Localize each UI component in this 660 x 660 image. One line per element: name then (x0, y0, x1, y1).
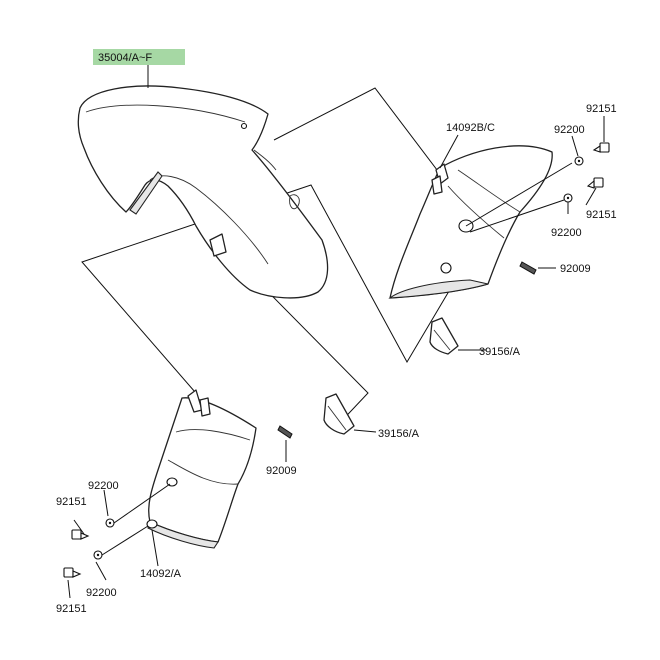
hardware (63, 142, 610, 578)
label-screw-upper: 92009 (560, 263, 591, 275)
label-pad-lower: 39156/A (378, 428, 420, 440)
fender-cover-lower[interactable] (146, 389, 257, 549)
label-screw-lower: 92009 (266, 465, 297, 477)
washer-92200-lower-bottom[interactable] (93, 550, 103, 560)
label-upper-cover: 14092B/C (446, 122, 495, 134)
washer-92200-upper-bottom[interactable] (563, 193, 573, 203)
bolt-92151-upper-bottom[interactable] (586, 177, 604, 189)
label-bolt-upper-bottom: 92151 (586, 209, 617, 221)
pad-upper[interactable] (429, 317, 459, 355)
label-pad-upper: 39156/A (479, 346, 521, 358)
bolt-92151-upper-top[interactable] (592, 142, 610, 153)
bolt-92151-lower-bottom[interactable] (63, 567, 82, 578)
label-front-fender: 35004/A~F (98, 52, 152, 64)
screw-92009-lower[interactable] (277, 425, 293, 439)
washer-92200-upper-top[interactable] (574, 156, 584, 166)
label-washer-lower-bottom: 92200 (86, 587, 117, 599)
assembly-line-upper (81, 87, 485, 393)
label-lower-cover: 14092/A (140, 568, 182, 580)
screw-92009-upper[interactable] (519, 261, 537, 275)
label-washer-upper-top: 92200 (554, 124, 585, 136)
label-bolt-lower-top: 92151 (56, 496, 87, 508)
part-labels: 35004/A~F 14092B/C 92151 92200 92151 922… (56, 49, 617, 615)
label-bolt-upper-top: 92151 (586, 103, 617, 115)
front-fender[interactable] (77, 85, 329, 299)
fender-cover-upper[interactable] (388, 145, 553, 299)
label-washer-lower-top: 92200 (88, 480, 119, 492)
leader-lines (67, 65, 605, 599)
label-washer-upper-bottom: 92200 (551, 227, 582, 239)
bolt-92151-lower-top[interactable] (71, 529, 90, 540)
washer-92200-lower-top[interactable] (105, 518, 115, 528)
label-bolt-lower-bottom: 92151 (56, 603, 87, 615)
fender-bolt-hole (240, 122, 248, 130)
pad-lower[interactable] (323, 393, 355, 435)
front-fender-label-highlight (93, 49, 185, 65)
